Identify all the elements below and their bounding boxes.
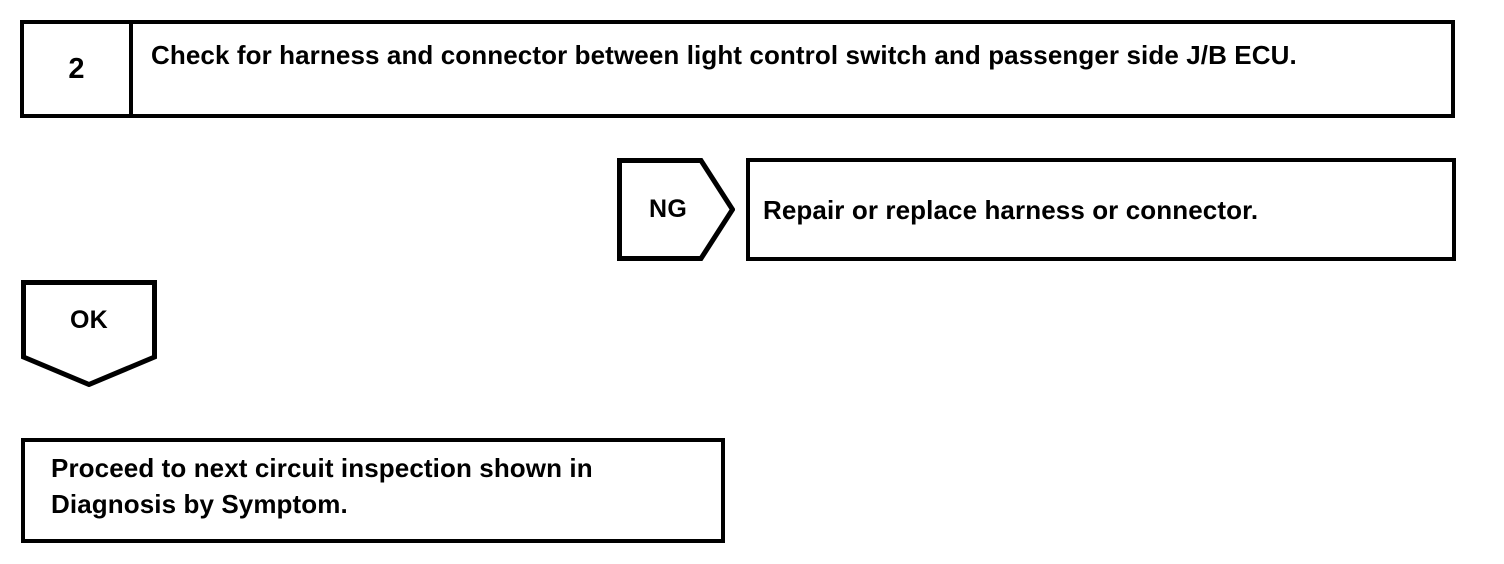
ng-branch-arrow: NG — [617, 158, 735, 261]
ng-label: NG — [649, 195, 688, 223]
ok-label-wrap: OK — [21, 308, 157, 333]
ng-result-text: Repair or replace harness or connector. — [763, 194, 1259, 225]
ok-result-text: Proceed to next circuit inspection shown… — [51, 453, 593, 519]
ng-label-wrap: NG — [649, 158, 687, 261]
arrow-down-icon — [21, 280, 157, 387]
ng-result-box: Repair or replace harness or connector. — [746, 158, 1456, 261]
arrow-right-icon — [617, 158, 735, 261]
step-instruction-cell: Check for harness and connector between … — [151, 37, 1441, 73]
ok-branch-arrow: OK — [21, 280, 157, 387]
step-box: 2 Check for harness and connector betwee… — [20, 20, 1455, 118]
step-number: 2 — [68, 52, 85, 85]
ok-result-box: Proceed to next circuit inspection shown… — [21, 438, 725, 543]
step-instruction-text: Check for harness and connector between … — [151, 40, 1297, 70]
ok-label: OK — [69, 306, 109, 334]
step-number-cell: 2 — [24, 24, 133, 114]
